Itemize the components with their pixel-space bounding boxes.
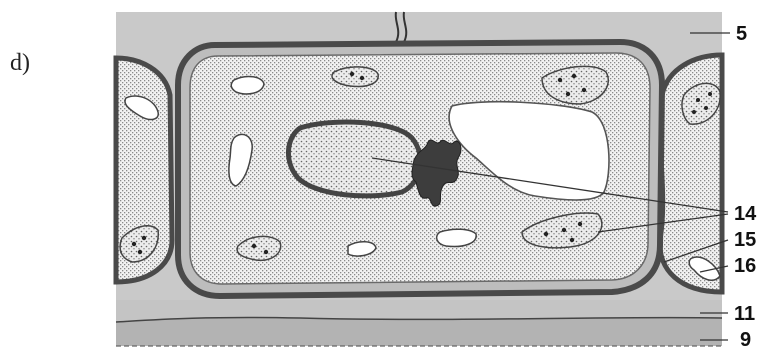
label-11: 11: [734, 303, 755, 325]
grain: [142, 236, 146, 240]
label-15: 15: [734, 229, 756, 251]
grain: [132, 242, 136, 246]
grain: [562, 228, 566, 232]
grain: [692, 110, 696, 114]
grain: [572, 74, 576, 78]
grain: [544, 232, 548, 236]
label-9: 9: [740, 329, 751, 351]
grain: [570, 238, 574, 242]
grain: [264, 250, 268, 254]
grain: [350, 72, 354, 76]
grain: [566, 92, 570, 96]
small-vacuole: [231, 77, 264, 94]
grain: [582, 88, 586, 92]
grain: [558, 78, 562, 82]
grain: [708, 92, 712, 96]
label-16: 16: [734, 255, 756, 277]
grain: [360, 76, 364, 80]
grain: [704, 106, 708, 110]
lower-layer-9: [116, 317, 722, 346]
grain: [138, 250, 142, 254]
small-vacuole: [437, 229, 477, 246]
grain: [696, 98, 700, 102]
chloroplast: [332, 67, 378, 87]
panel-label: d): [10, 50, 30, 76]
grain: [252, 244, 256, 248]
label-5: 5: [736, 23, 747, 45]
nucleus: [288, 122, 420, 196]
label-14: 14: [734, 203, 757, 225]
grain: [578, 222, 582, 226]
